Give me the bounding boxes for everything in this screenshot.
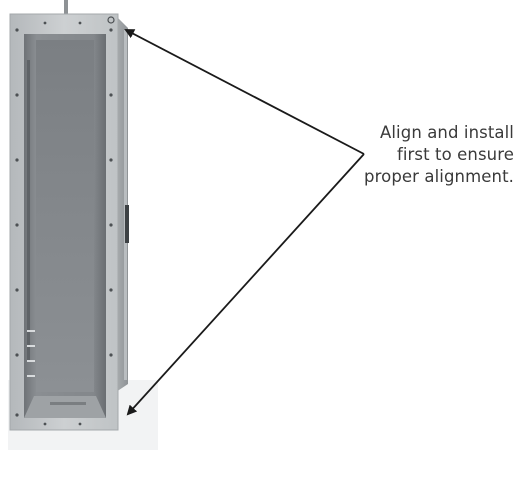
floor-slot (50, 402, 86, 405)
arrow-bottom (126, 153, 365, 416)
latch (125, 205, 129, 243)
rail-clip (27, 345, 35, 347)
callout-line-1: Align and install (379, 123, 514, 142)
rail-clip (27, 330, 35, 332)
arrow-top (124, 29, 365, 155)
bolt-column-right (109, 28, 113, 357)
callout-line-3: proper alignment. (364, 167, 514, 186)
top-rod (64, 0, 68, 16)
rail-clip (27, 375, 35, 377)
rail-clip (27, 360, 35, 362)
bolt-row (43, 21, 82, 426)
bolt-column-left (15, 28, 19, 417)
callout-text: Align and install first to ensure proper… (344, 122, 514, 188)
cavity-floor (24, 396, 106, 418)
cavity-back-panel (36, 40, 94, 392)
lifting-eye (107, 16, 115, 24)
callout-line-2: first to ensure (396, 145, 514, 164)
inner-rail (27, 60, 30, 360)
